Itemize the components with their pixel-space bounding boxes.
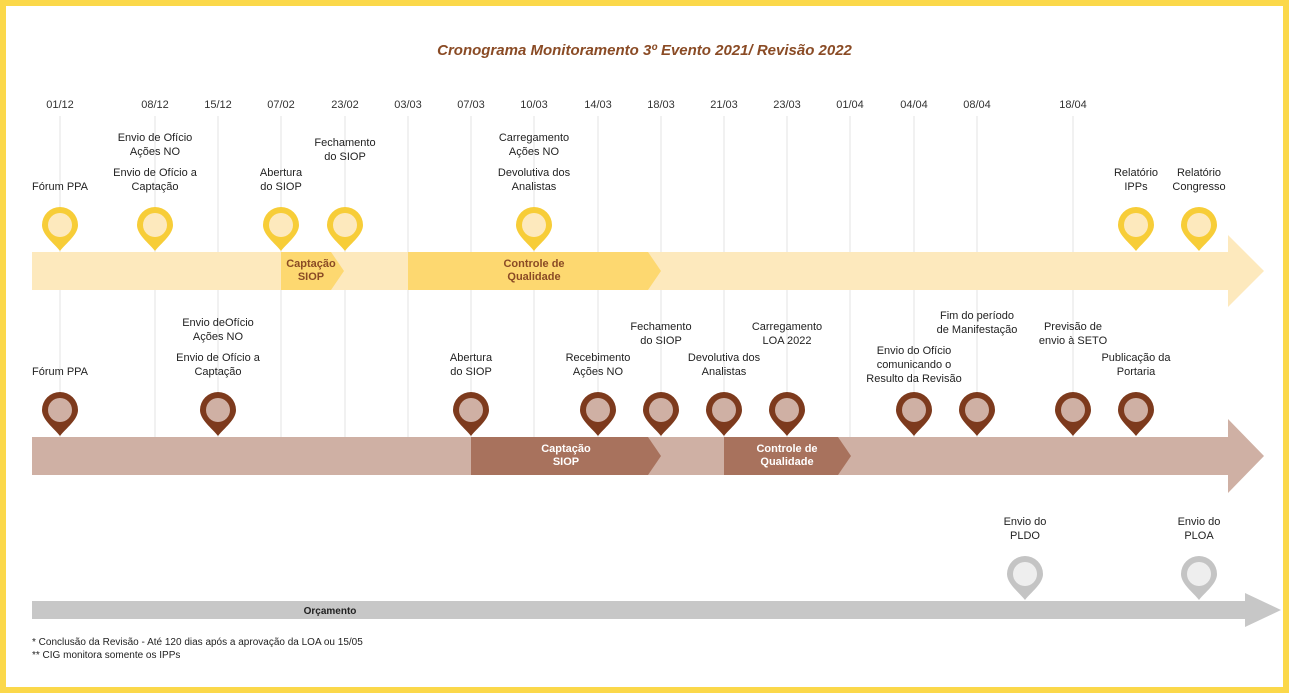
date-label-0: 01/12 [46, 99, 74, 111]
date-label-9: 18/03 [647, 99, 675, 111]
track2-marker-5-inner [712, 398, 736, 422]
track2-marker-7-inner [902, 398, 926, 422]
footnote-2: ** CIG monitora somente os IPPs [32, 650, 181, 661]
track1-event-label-0: Fórum PPA [32, 181, 89, 193]
track1-marker-5 [1118, 207, 1154, 251]
track1-marker-4-inner [522, 213, 546, 237]
track2-marker-4-inner [649, 398, 673, 422]
track3-label: Orçamento [304, 606, 357, 617]
track1-phase-controle [408, 252, 661, 290]
track2-marker-8 [959, 392, 995, 436]
track2-marker-2-inner [459, 398, 483, 422]
track2-marker-0-inner [48, 398, 72, 422]
diagram-title: Cronograma Monitoramento 3º Evento 2021/… [437, 42, 852, 59]
date-label-1: 08/12 [141, 99, 169, 111]
track3-marker-0 [1007, 556, 1043, 600]
track1-marker-6 [1181, 207, 1217, 251]
date-label-13: 04/04 [900, 99, 928, 111]
track1-marker-0-inner [48, 213, 72, 237]
track2-marker-2 [453, 392, 489, 436]
track2-marker-1 [200, 392, 236, 436]
track2-marker-3 [580, 392, 616, 436]
track2-marker-9-inner [1061, 398, 1085, 422]
track1-marker-6-inner [1187, 213, 1211, 237]
date-label-10: 21/03 [710, 99, 738, 111]
track1-phase-captacao [281, 252, 344, 290]
track1-marker-1-inner [143, 213, 167, 237]
track2-marker-6 [769, 392, 805, 436]
track1-marker-2 [263, 206, 300, 251]
track1-marker-2-inner [269, 213, 293, 237]
footnote-1: * Conclusão da Revisão - Até 120 dias ap… [32, 637, 363, 648]
track2-phase-captacao [471, 437, 661, 475]
track2-marker-5 [706, 392, 742, 436]
track2-marker-7 [896, 392, 932, 436]
track1-marker-1 [137, 207, 173, 251]
track2-marker-3-inner [586, 398, 610, 422]
date-label-2: 15/12 [204, 99, 232, 111]
track2-event-label-0: Fórum PPA [32, 366, 89, 378]
date-label-12: 01/04 [836, 99, 864, 111]
date-label-8: 14/03 [584, 99, 612, 111]
date-label-11: 23/03 [773, 99, 801, 111]
date-label-15: 18/04 [1059, 99, 1087, 111]
track1-marker-3-inner [333, 213, 357, 237]
track2-marker-10 [1118, 392, 1154, 436]
track2-marker-1-inner [206, 398, 230, 422]
track2-marker-6-inner [775, 398, 799, 422]
track1-marker-0 [42, 207, 78, 251]
date-label-6: 07/03 [457, 99, 485, 111]
date-label-4: 23/02 [331, 99, 359, 111]
track2-phase-controle [724, 437, 851, 475]
track1-marker-3 [327, 207, 363, 251]
track3-marker-1-inner [1187, 562, 1211, 586]
track2-marker-4 [643, 392, 679, 436]
date-label-7: 10/03 [520, 99, 548, 111]
track3-marker-0-inner [1013, 562, 1037, 586]
track1-marker-4 [516, 207, 552, 251]
track3-arrow [32, 593, 1281, 627]
track3-marker-1 [1181, 556, 1217, 600]
footnotes: * Conclusão da Revisão - Até 120 dias ap… [32, 636, 363, 662]
date-label-5: 03/03 [394, 99, 422, 111]
date-label-3: 07/02 [267, 99, 295, 111]
track2-marker-10-inner [1124, 398, 1148, 422]
track2-marker-0 [42, 392, 78, 436]
date-label-14: 08/04 [963, 99, 991, 111]
track2-marker-8-inner [965, 398, 989, 422]
track1-marker-5-inner [1124, 213, 1148, 237]
track2-marker-9 [1055, 392, 1091, 436]
